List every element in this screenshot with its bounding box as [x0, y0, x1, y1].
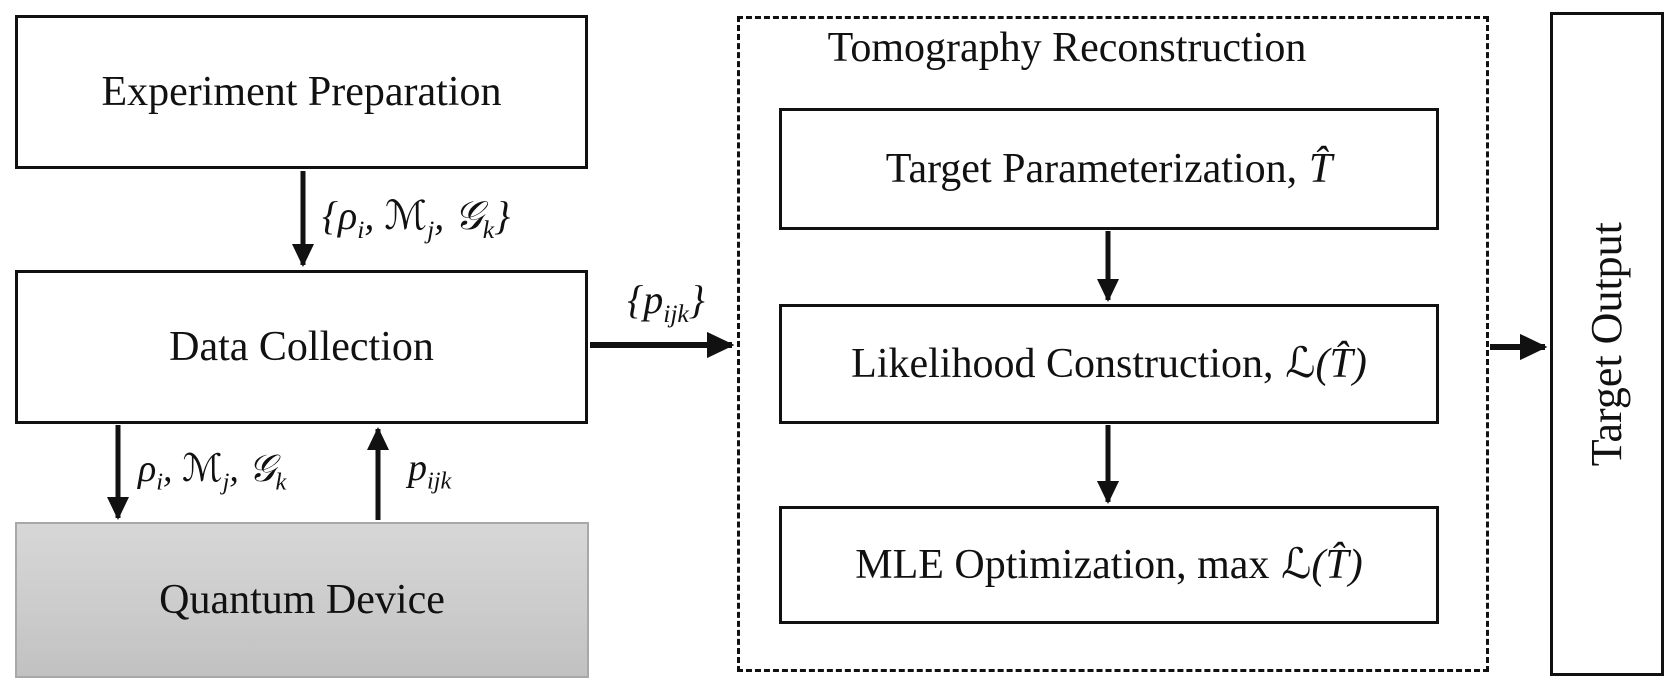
data-collection-box: Data Collection — [15, 270, 588, 424]
edge-label-prep-to-data: {ρi, ℳj, 𝒢k} — [322, 193, 511, 244]
mle-optimization-math: ℒ(T̂) — [1281, 541, 1363, 588]
target-parameterization-math: T̂ — [1308, 145, 1333, 192]
edge-label-data-to-device: ρi, ℳj, 𝒢k — [138, 448, 287, 496]
likelihood-construction-box: Likelihood Construction, ℒ(T̂) — [779, 304, 1439, 424]
mle-optimization-label: MLE Optimization, max — [855, 541, 1270, 588]
quantum-device-box: Quantum Device — [15, 522, 589, 678]
data-collection-label: Data Collection — [169, 323, 434, 370]
target-parameterization-label: Target Parameterization, — [885, 145, 1298, 192]
target-output-box: Target Output — [1550, 12, 1664, 676]
target-output-label: Target Output — [1581, 221, 1631, 467]
target-parameterization-box: Target Parameterization, T̂ — [779, 108, 1439, 230]
likelihood-construction-math: ℒ(T̂) — [1285, 340, 1367, 387]
edge-label-device-to-data: pijk — [408, 447, 452, 495]
tomography-reconstruction-group — [737, 16, 1489, 672]
likelihood-construction-label: Likelihood Construction, — [851, 340, 1274, 387]
quantum-device-label: Quantum Device — [159, 576, 445, 623]
mle-optimization-box: MLE Optimization, max ℒ(T̂) — [779, 506, 1439, 624]
edge-label-data-to-tomography: {pijk} — [627, 277, 705, 328]
experiment-preparation-box: Experiment Preparation — [15, 15, 588, 169]
experiment-preparation-label: Experiment Preparation — [101, 68, 502, 115]
tomography-reconstruction-title: Tomography Reconstruction — [827, 25, 1307, 71]
